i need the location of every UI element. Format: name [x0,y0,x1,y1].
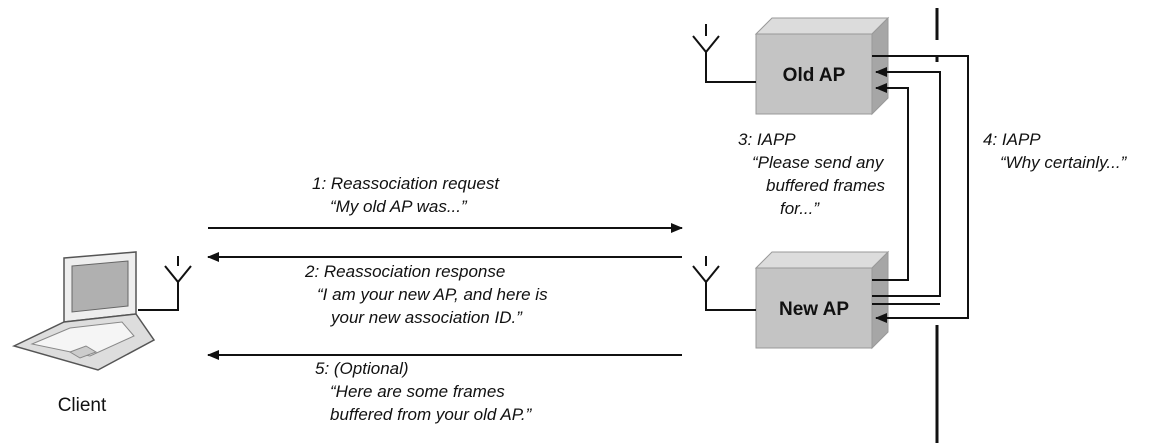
message-2-label: 2: Reassociation response “I am your new… [304,262,552,327]
message-4-label: 4: IAPP “Why certainly...” [983,130,1128,172]
new-ap-antenna-icon [692,256,756,311]
old-ap-antenna-icon [692,24,756,83]
new-ap-label: New AP [779,299,849,320]
message-1-label: 1: Reassociation request “My old AP was.… [312,174,504,216]
old-ap-box: Old AP [754,16,890,116]
client-label: Client [58,395,107,416]
laptop-icon [11,251,156,371]
message-5-label: 5: (Optional) “Here are some frames buff… [315,359,533,424]
iapp-request-connector [872,67,941,297]
new-ap-box: New AP [754,250,890,350]
message-3-label: 3: IAPP “Please send any buffered frames… [738,130,890,218]
old-ap-label: Old AP [783,65,846,86]
iapp-response-connector [872,55,969,323]
client-antenna-icon [138,256,192,311]
